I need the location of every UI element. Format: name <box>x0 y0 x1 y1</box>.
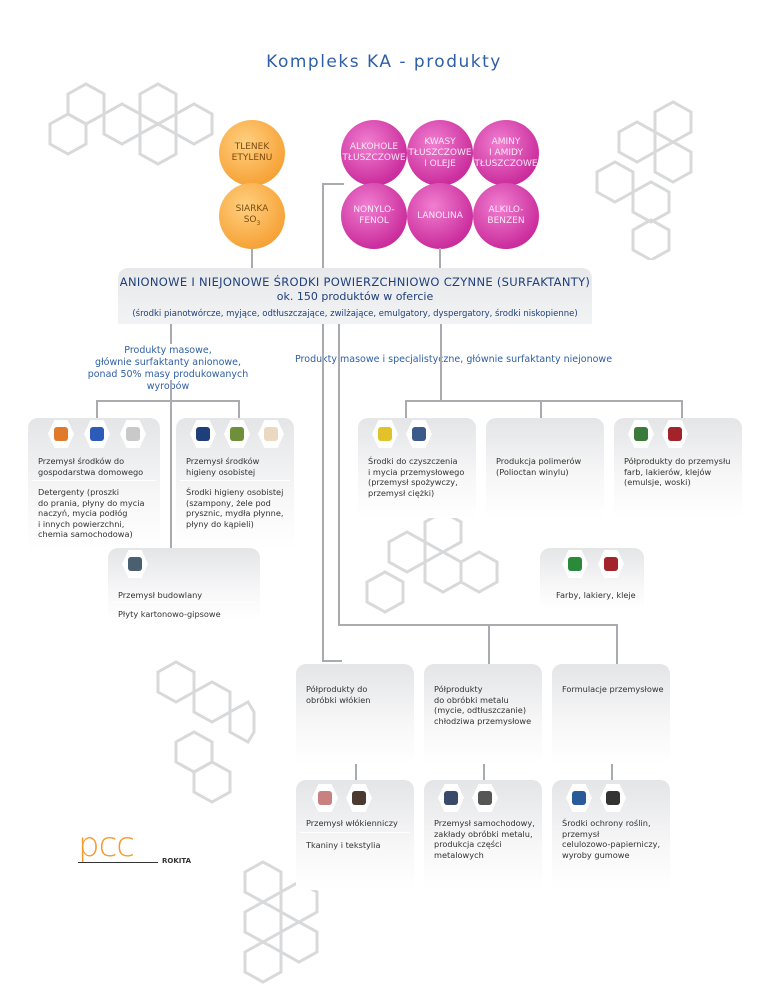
siarka-subscript: 3 <box>256 219 261 227</box>
logo-line <box>78 862 158 863</box>
tlenek-etylenu-circle: TLENEK ETYLENU <box>219 120 285 186</box>
lanolina-label: LANOLINA <box>417 210 463 221</box>
logo-sub: ROKITA <box>162 857 192 865</box>
molecule-decoration-center <box>365 510 499 614</box>
gospodarstwo-title: Przemysł środków do gospodarstwa domoweg… <box>38 456 144 477</box>
lower-drop-formulacje <box>616 624 618 664</box>
molecule-decoration-right <box>595 100 693 260</box>
siarka-circle: SIARKA SO3 <box>219 183 285 249</box>
car-icon <box>472 784 498 812</box>
alkohole-label: ALKOHOLE TŁUSZCZOWE <box>342 142 406 163</box>
budowlany-desc: Płyty kartonowo-gipsowe <box>118 609 221 619</box>
nonylofenol-circle: NONYLO- FENOL <box>341 183 407 249</box>
center-stem-b <box>338 324 340 624</box>
center-h-lower2 <box>322 660 342 662</box>
center-stem-a <box>322 324 324 660</box>
lower-drop-metal <box>488 624 490 664</box>
higiena-title: Przemysł środków higieny osobistej <box>186 456 260 477</box>
drop-metal <box>483 764 485 780</box>
branch-left-label: Produkty masowe, głównie surfaktanty ani… <box>87 345 249 392</box>
branch-right-drop1 <box>405 400 407 418</box>
metal-title: Półprodukty do obróbki metalu (mycie, od… <box>434 684 532 726</box>
gypsum-board-icon <box>122 550 148 578</box>
siarka-text: SIARKA SO <box>235 203 269 225</box>
ochrona-title: Środki ochrony roślin, przemysł celulozo… <box>562 818 661 860</box>
siarka-label: SIARKA SO3 <box>236 204 269 229</box>
branch-left-stem2 <box>170 380 172 400</box>
drop-formulacje <box>611 764 613 780</box>
fabric-icon <box>312 784 338 812</box>
branch-right-label: Produkty masowe i specjalistyczne, główn… <box>295 354 613 365</box>
surfactants-main-box: ANIONOWE I NIEJONOWE ŚRODKI POWIERZCHNIO… <box>118 268 592 324</box>
soap-icon <box>258 420 284 448</box>
higiena-separator <box>180 480 290 481</box>
alkilobenzen-label: ALKILO- BENZEN <box>487 205 525 226</box>
kwasy-label: KWASY TŁUSZCZOWE I OLEJE <box>408 136 472 169</box>
card-wlokna <box>296 664 414 764</box>
gospodarstwo-separator <box>32 480 156 481</box>
branch-left-drop3 <box>170 400 172 550</box>
connector-pink-vertical <box>439 248 441 268</box>
branch-left-drop2 <box>238 400 240 418</box>
main-box-properties: (środki pianotwórcze, myjące, odtłuszcza… <box>132 309 578 319</box>
kwasy-circle: KWASY TŁUSZCZOWE I OLEJE <box>407 120 473 186</box>
aminy-label: AMINY I AMIDY TŁUSZCZOWE <box>474 136 538 169</box>
branch-right-drop3 <box>681 400 683 418</box>
main-box-count: ok. 150 produktów w ofercie <box>276 290 434 303</box>
connector-orange <box>251 248 253 268</box>
logo-brand: pcc <box>78 825 135 865</box>
wlokienniczy-title: Przemysł włókienniczy <box>306 818 398 828</box>
lanolina-circle: LANOLINA <box>407 183 473 249</box>
alkohole-circle: ALKOHOLE TŁUSZCZOWE <box>341 120 407 186</box>
samochodowy-title: Przemysł samochodowy, zakłady obróbki me… <box>434 818 535 860</box>
branch-left-drop1 <box>96 400 98 418</box>
alkilobenzen-circle: ALKILO- BENZEN <box>473 183 539 249</box>
branch-right-h <box>405 400 683 402</box>
molecule-decoration-left <box>48 82 214 166</box>
main-box-title: ANIONOWE I NIEJONOWE ŚRODKI POWIERZCHNIO… <box>119 275 591 289</box>
card-formulacje <box>552 664 670 764</box>
aminy-circle: AMINY I AMIDY TŁUSZCZOWE <box>473 120 539 186</box>
molecule-decoration-lower-left <box>156 660 256 804</box>
card-farby <box>540 548 644 610</box>
center-h-lower <box>338 624 618 626</box>
page-title: Kompleks KA - produkty <box>266 52 502 72</box>
czyszczenie-title: Środki do czyszczenia i mycia przemysłow… <box>368 456 465 498</box>
gospodarstwo-desc: Detergenty (proszki do prania, płyny do … <box>38 487 145 539</box>
wlokienniczy-desc: Tkaniny i tekstylia <box>306 840 381 850</box>
budowlany-separator <box>112 602 256 603</box>
formulacje-title: Formulacje przemysłowe <box>562 684 664 694</box>
budowlany-title: Przemysł budowlany <box>118 590 203 600</box>
higiena-desc: Środki higieny osobistej (szampony, żele… <box>186 487 284 529</box>
wlokna-title: Półprodukty do obróbki włókien <box>306 684 371 705</box>
drop-wlokna <box>355 764 357 780</box>
branch-right-drop2 <box>540 400 542 418</box>
card-polimery <box>486 418 604 518</box>
card-metal <box>424 664 542 764</box>
wlokienniczy-separator <box>300 832 410 833</box>
tlenek-etylenu-label: TLENEK ETYLENU <box>231 142 273 163</box>
branch-left-h <box>96 400 240 402</box>
pcc-rokita-logo: pcc ROKITA <box>78 825 194 870</box>
nonylofenol-label: NONYLO- FENOL <box>353 205 395 226</box>
industrial-cleaning-icon <box>406 420 432 448</box>
textile-icon <box>346 784 372 812</box>
farby-title: Farby, lakiery, kleje <box>556 590 636 600</box>
polimery-title: Produkcja polimerów (Polioctan winylu) <box>496 456 582 477</box>
metalwork-icon <box>438 784 464 812</box>
branch-left-stem <box>170 324 172 344</box>
cleaning-machine-icon <box>372 420 398 448</box>
connector-center-v <box>322 183 324 269</box>
connector-center-h <box>322 183 344 185</box>
farby-poltorak-title: Półprodukty do przemysłu farb, lakierów,… <box>624 456 731 487</box>
branch-right-stem <box>440 324 442 400</box>
